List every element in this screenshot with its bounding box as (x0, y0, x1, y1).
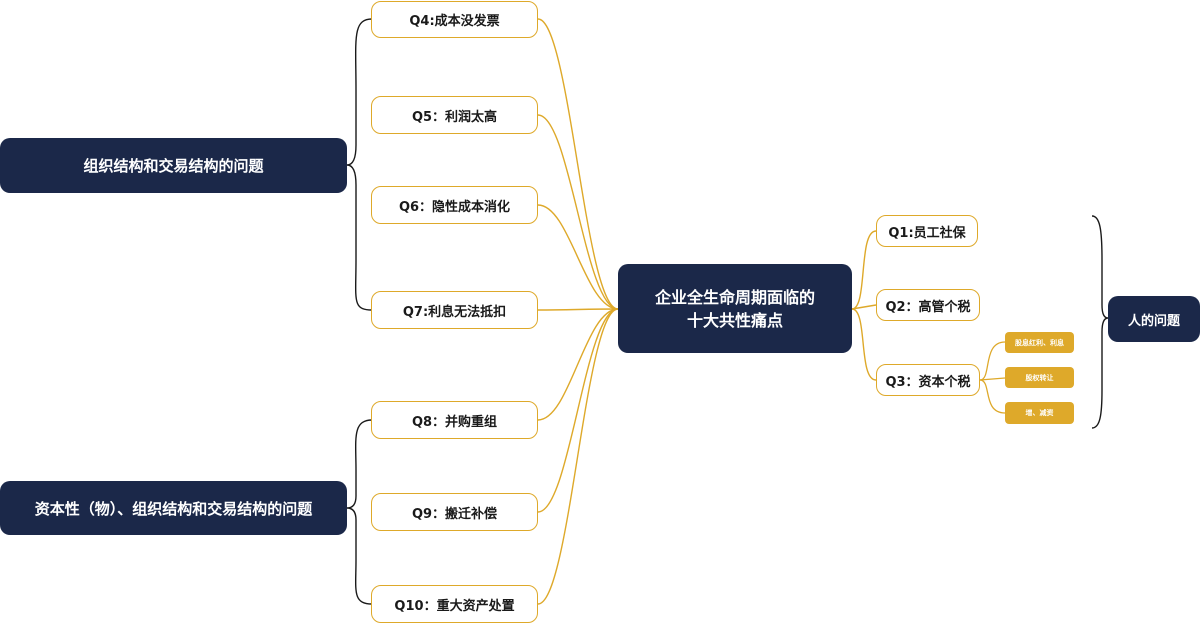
central-topic-line2: 十大共性痛点 (686, 310, 783, 330)
q3-item-capital-change-label: 增、减资 (1025, 409, 1054, 417)
question-q3-label: Q3：资本个税 (885, 374, 971, 390)
central-topic[interactable]: 企业全生命周期面临的 十大共性痛点 (618, 264, 852, 353)
question-q3[interactable]: Q3：资本个税 (876, 364, 980, 396)
q3-sub-links (979, 341, 1006, 414)
group-org-structure[interactable]: 组织结构和交易结构的问题 (0, 138, 347, 193)
right-brace (1091, 215, 1109, 429)
question-q7-label: Q7:利息无法抵扣 (402, 304, 507, 320)
center-to-right-links (851, 230, 877, 381)
question-q2-label: Q2：高管个税 (885, 299, 971, 315)
group-org-structure-label: 组织结构和交易结构的问题 (83, 157, 264, 175)
group-people-label: 人的问题 (1127, 313, 1180, 329)
question-q9[interactable]: Q9：搬迁补偿 (371, 493, 538, 531)
q3-item-dividend-interest-label: 股息红利、利息 (1015, 338, 1064, 347)
central-topic-line1: 企业全生命周期面临的 (654, 287, 815, 307)
center-to-left-links (537, 18, 619, 605)
question-q1-label: Q1:员工社保 (888, 225, 966, 241)
left-braces (346, 18, 373, 605)
question-q8[interactable]: Q8：并购重组 (371, 401, 538, 439)
question-q10-label: Q10：重大资产处置 (394, 598, 515, 614)
question-q4[interactable]: Q4:成本没发票 (371, 1, 538, 38)
question-q7[interactable]: Q7:利息无法抵扣 (371, 291, 538, 329)
question-q9-label: Q9：搬迁补偿 (411, 506, 498, 522)
group-capital-org-structure-label: 资本性（物）、组织结构和交易结构的问题 (34, 499, 313, 518)
q3-item-equity-transfer-label: 股权转让 (1025, 373, 1054, 382)
question-q8-label: Q8：并购重组 (411, 414, 498, 430)
group-people[interactable]: 人的问题 (1108, 296, 1200, 342)
group-capital-org-structure[interactable]: 资本性（物）、组织结构和交易结构的问题 (0, 481, 347, 535)
q3-item-capital-change[interactable]: 增、减资 (1005, 402, 1074, 424)
q3-item-equity-transfer[interactable]: 股权转让 (1005, 367, 1074, 388)
question-q10[interactable]: Q10：重大资产处置 (371, 585, 538, 623)
question-q5-label: Q5：利润太高 (411, 109, 498, 125)
question-q1[interactable]: Q1:员工社保 (876, 215, 978, 247)
question-q4-label: Q4:成本没发票 (409, 14, 500, 29)
question-q5[interactable]: Q5：利润太高 (371, 96, 538, 134)
question-q2[interactable]: Q2：高管个税 (876, 289, 980, 321)
q3-item-dividend-interest[interactable]: 股息红利、利息 (1005, 332, 1074, 353)
question-q6-label: Q6：隐性成本消化 (398, 199, 511, 215)
question-q6[interactable]: Q6：隐性成本消化 (371, 186, 538, 224)
